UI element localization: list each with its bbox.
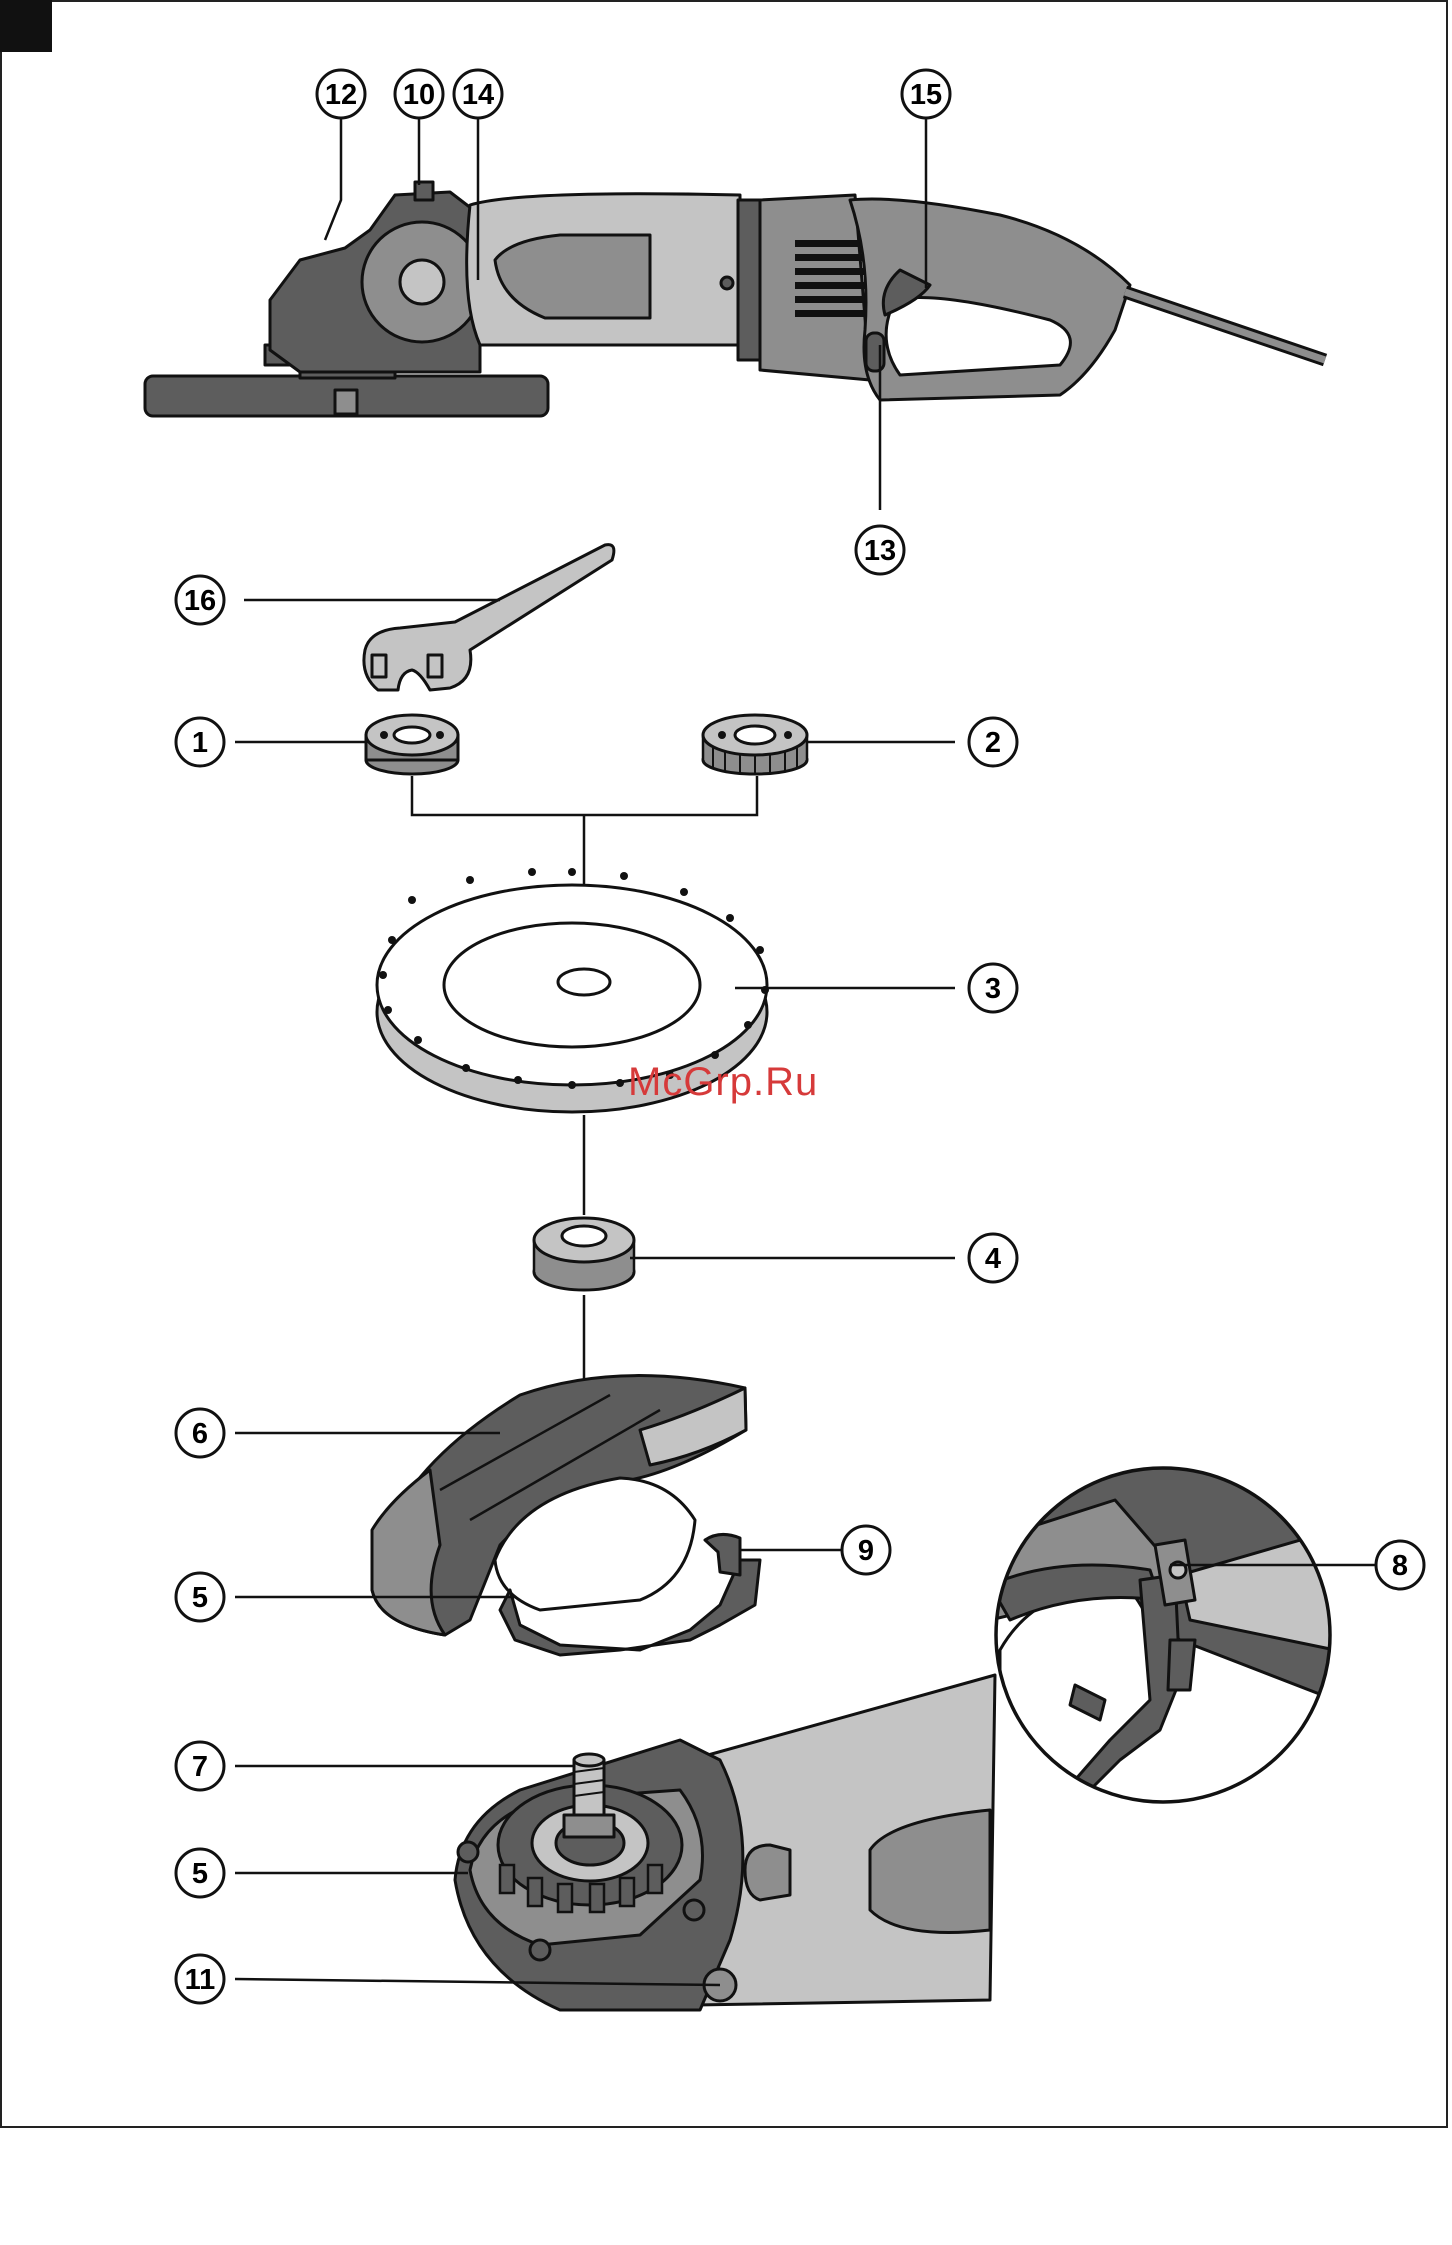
callout-label: 12 — [325, 79, 357, 111]
callout-label: 7 — [192, 1751, 208, 1783]
spindle-collar — [564, 1815, 614, 1837]
callout-5: 5 — [176, 1573, 224, 1621]
spanner-pin — [428, 655, 442, 677]
quick-release-nut-part — [703, 715, 807, 774]
callout-label: 1 — [192, 727, 208, 759]
guard-latch-inset — [990, 1453, 1335, 1803]
spindle-lock-button — [415, 182, 433, 200]
housing-collar — [738, 200, 760, 360]
callout-label: 8 — [1392, 1550, 1408, 1582]
callout-13: 13 — [856, 526, 904, 574]
callout-4: 4 — [969, 1234, 1017, 1282]
watermark-text: McGrp.Ru — [628, 1060, 818, 1105]
callout-label: 15 — [910, 79, 942, 111]
callout-1: 1 — [176, 718, 224, 766]
gear-head-detail — [455, 1675, 995, 2010]
grinder-nut — [335, 390, 357, 414]
callout-16: 16 — [176, 576, 224, 624]
callout-label: 3 — [985, 973, 1001, 1005]
callout-7: 7 — [176, 1742, 224, 1790]
callout-label: 11 — [185, 1964, 216, 1996]
angle-grinder-side-view — [145, 182, 1325, 416]
callout-label: 4 — [985, 1243, 1001, 1275]
callout-11: 11 — [176, 1955, 224, 2003]
callout-label: 6 — [192, 1418, 208, 1450]
spindle-lock-button-detail — [745, 1845, 790, 1900]
side-handle-boss-icon — [400, 260, 444, 304]
callout-12: 12 — [317, 70, 365, 118]
clamping-nut-part — [366, 715, 458, 774]
callout-label: 5 — [192, 1858, 208, 1890]
callout-label: 5 — [192, 1582, 208, 1614]
callout-5-lower: 5 — [176, 1849, 224, 1897]
callout-15: 15 — [902, 70, 950, 118]
callout-label: 13 — [864, 535, 896, 567]
housing-screw-icon — [721, 277, 733, 289]
callout-label: 16 — [184, 585, 216, 617]
lock-on-button — [866, 333, 884, 371]
callout-10: 10 — [395, 70, 443, 118]
spanner-body — [364, 545, 614, 690]
callout-label: 10 — [403, 79, 435, 111]
blade-guard-part — [372, 1376, 760, 1655]
callout-8: 8 — [1376, 1541, 1424, 1589]
callout-3: 3 — [969, 964, 1017, 1012]
backing-flange-part — [534, 1218, 634, 1290]
callout-14: 14 — [454, 70, 502, 118]
connector-line — [412, 776, 757, 815]
callout-9: 9 — [842, 1526, 890, 1574]
spanner-wrench — [364, 545, 614, 690]
callout-label: 14 — [462, 79, 494, 111]
callout-6: 6 — [176, 1409, 224, 1457]
callout-2: 2 — [969, 718, 1017, 766]
callout-label: 2 — [985, 727, 1001, 759]
spanner-pin — [372, 655, 386, 677]
callout-label: 9 — [858, 1535, 874, 1567]
